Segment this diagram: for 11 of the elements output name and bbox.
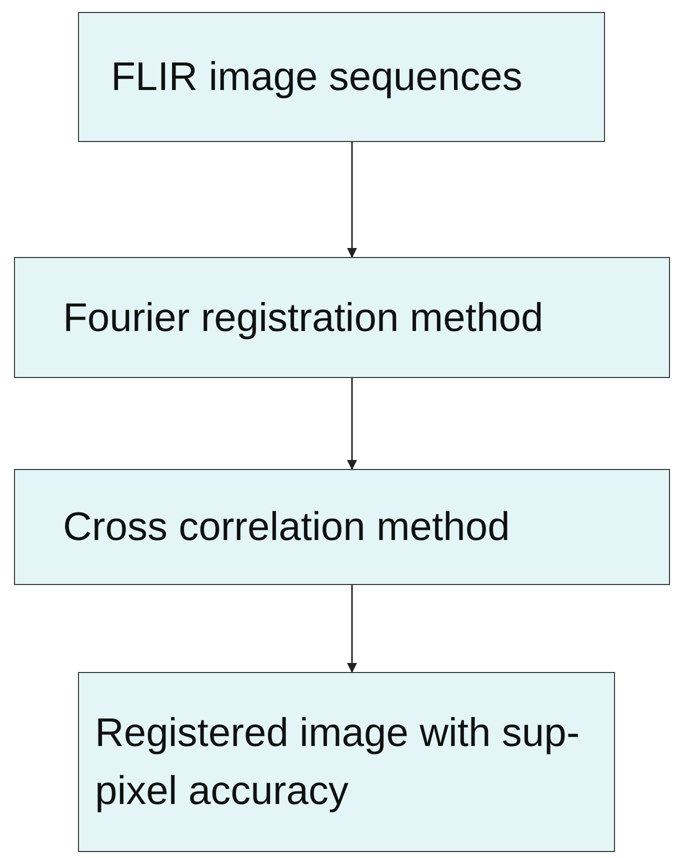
process-box (14, 469, 670, 585)
box-label: Registered image with sup-pixel accuracy (95, 710, 581, 815)
process-box (14, 257, 670, 378)
arrow (347, 585, 357, 673)
process-box (78, 12, 605, 142)
arrow (347, 142, 357, 258)
box-label: Cross correlation method (63, 504, 511, 551)
process-box (78, 672, 615, 852)
box-label: Fourier registration method (63, 294, 544, 342)
arrow (347, 378, 357, 470)
box-label: FLIR image sequences (111, 54, 524, 101)
